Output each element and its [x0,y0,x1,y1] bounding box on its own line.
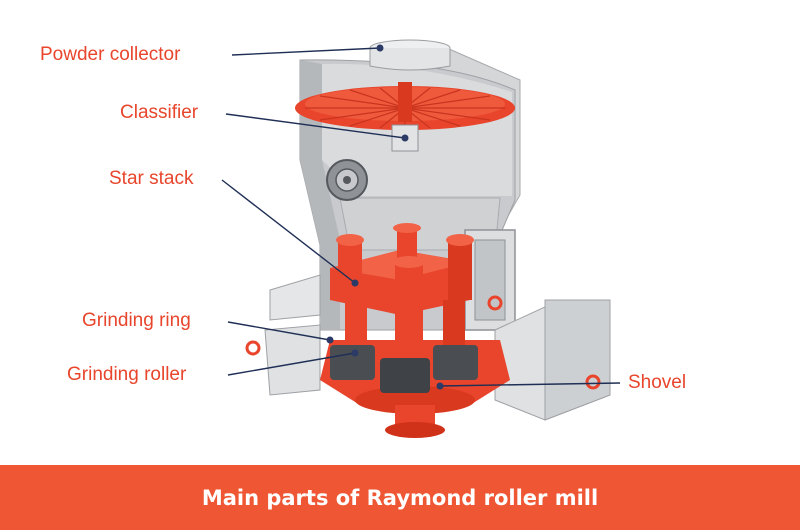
title-banner: Main parts of Raymond roller mill [0,465,800,530]
banner-title: Main parts of Raymond roller mill [201,485,599,510]
label-powder-collector: Powder collector [40,44,181,65]
label-grinding-roller: Grinding roller [67,364,187,385]
leader-lines [221,44,621,390]
classifier-fan [295,82,515,152]
label-shovel: Shovel [628,372,687,393]
label-grinding-ring: Grinding ring [82,310,191,331]
star-stack-assembly [245,223,601,438]
label-classifier: Classifier [120,102,199,123]
label-star-stack: Star stack [109,168,194,189]
